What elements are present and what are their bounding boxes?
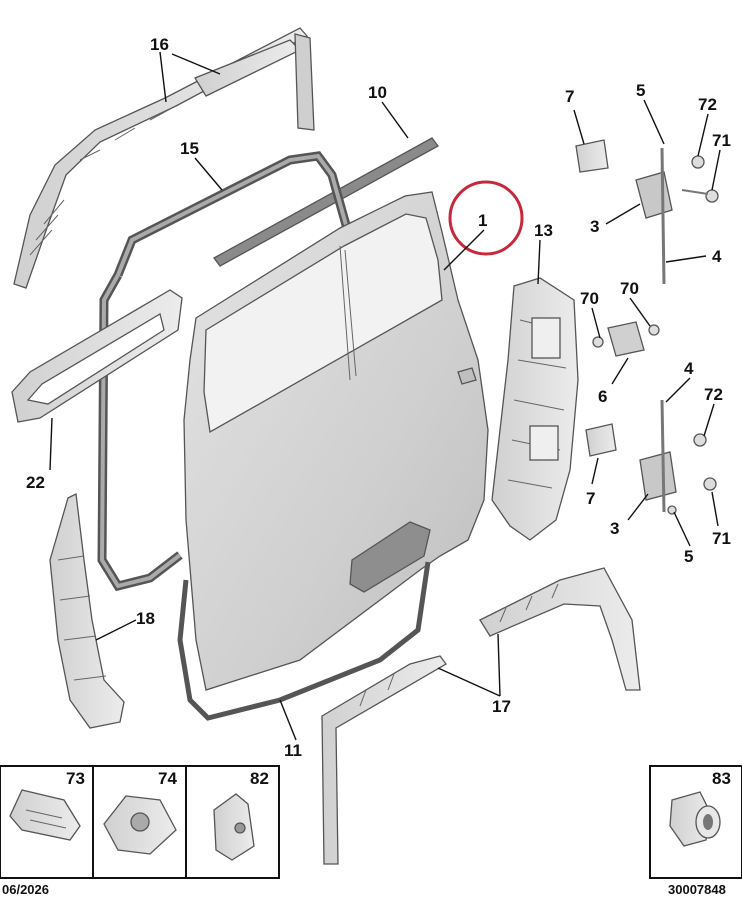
callout-7-lower: 7 [586, 489, 595, 508]
pillar-trim-upper [13, 27, 315, 289]
callout-72-upper: 72 [698, 95, 717, 114]
inset-box-73: 73 [0, 765, 94, 879]
door-shell [183, 191, 489, 691]
sill-trim-lower [321, 567, 641, 865]
inset-box-83: 83 [649, 765, 742, 879]
window-channel-strip [213, 137, 439, 267]
footer-reference: 30007848 [668, 882, 726, 897]
callout-labels: 16 15 10 1 7 5 72 71 3 4 13 70 70 6 4 72… [26, 35, 731, 760]
inset-label-73: 73 [66, 769, 85, 788]
hinge-lower [585, 399, 717, 515]
callout-22: 22 [26, 473, 45, 492]
lower-seal [177, 561, 431, 721]
leader-lines [49, 51, 721, 741]
pillar-bracket-lower [49, 493, 125, 729]
interior-frame-trim [11, 289, 183, 423]
callout-5-lower: 5 [684, 547, 693, 566]
callout-70-left: 70 [580, 289, 599, 308]
callout-71-upper: 71 [712, 131, 731, 150]
inset-label-82: 82 [250, 769, 269, 788]
callout-15: 15 [180, 139, 199, 158]
highlight-circle [448, 180, 524, 256]
callout-18: 18 [136, 609, 155, 628]
callout-13: 13 [534, 221, 553, 240]
lock-carrier-panel [491, 277, 579, 541]
callout-71-lower: 71 [712, 529, 731, 548]
callout-3-upper: 3 [590, 217, 599, 236]
callout-4-lower: 4 [684, 359, 694, 378]
callout-7-upper: 7 [565, 87, 574, 106]
callout-4-upper: 4 [712, 247, 722, 266]
callout-11: 11 [284, 741, 302, 760]
inset-label-74: 74 [158, 769, 177, 788]
footer-date: 06/2026 [2, 882, 49, 897]
callout-10: 10 [368, 83, 387, 102]
callout-72-lower: 72 [704, 385, 723, 404]
callout-1: 1 [478, 211, 487, 230]
callout-6: 6 [598, 387, 607, 406]
callout-3-lower: 3 [610, 519, 619, 538]
callout-70-right: 70 [620, 279, 639, 298]
inset-label-83: 83 [712, 769, 731, 788]
inset-box-82: 82 [185, 765, 280, 879]
callout-17: 17 [492, 697, 511, 716]
hinge-upper [575, 139, 719, 357]
callout-16: 16 [150, 35, 169, 54]
callout-5-upper: 5 [636, 81, 645, 100]
inset-box-74: 74 [92, 765, 187, 879]
